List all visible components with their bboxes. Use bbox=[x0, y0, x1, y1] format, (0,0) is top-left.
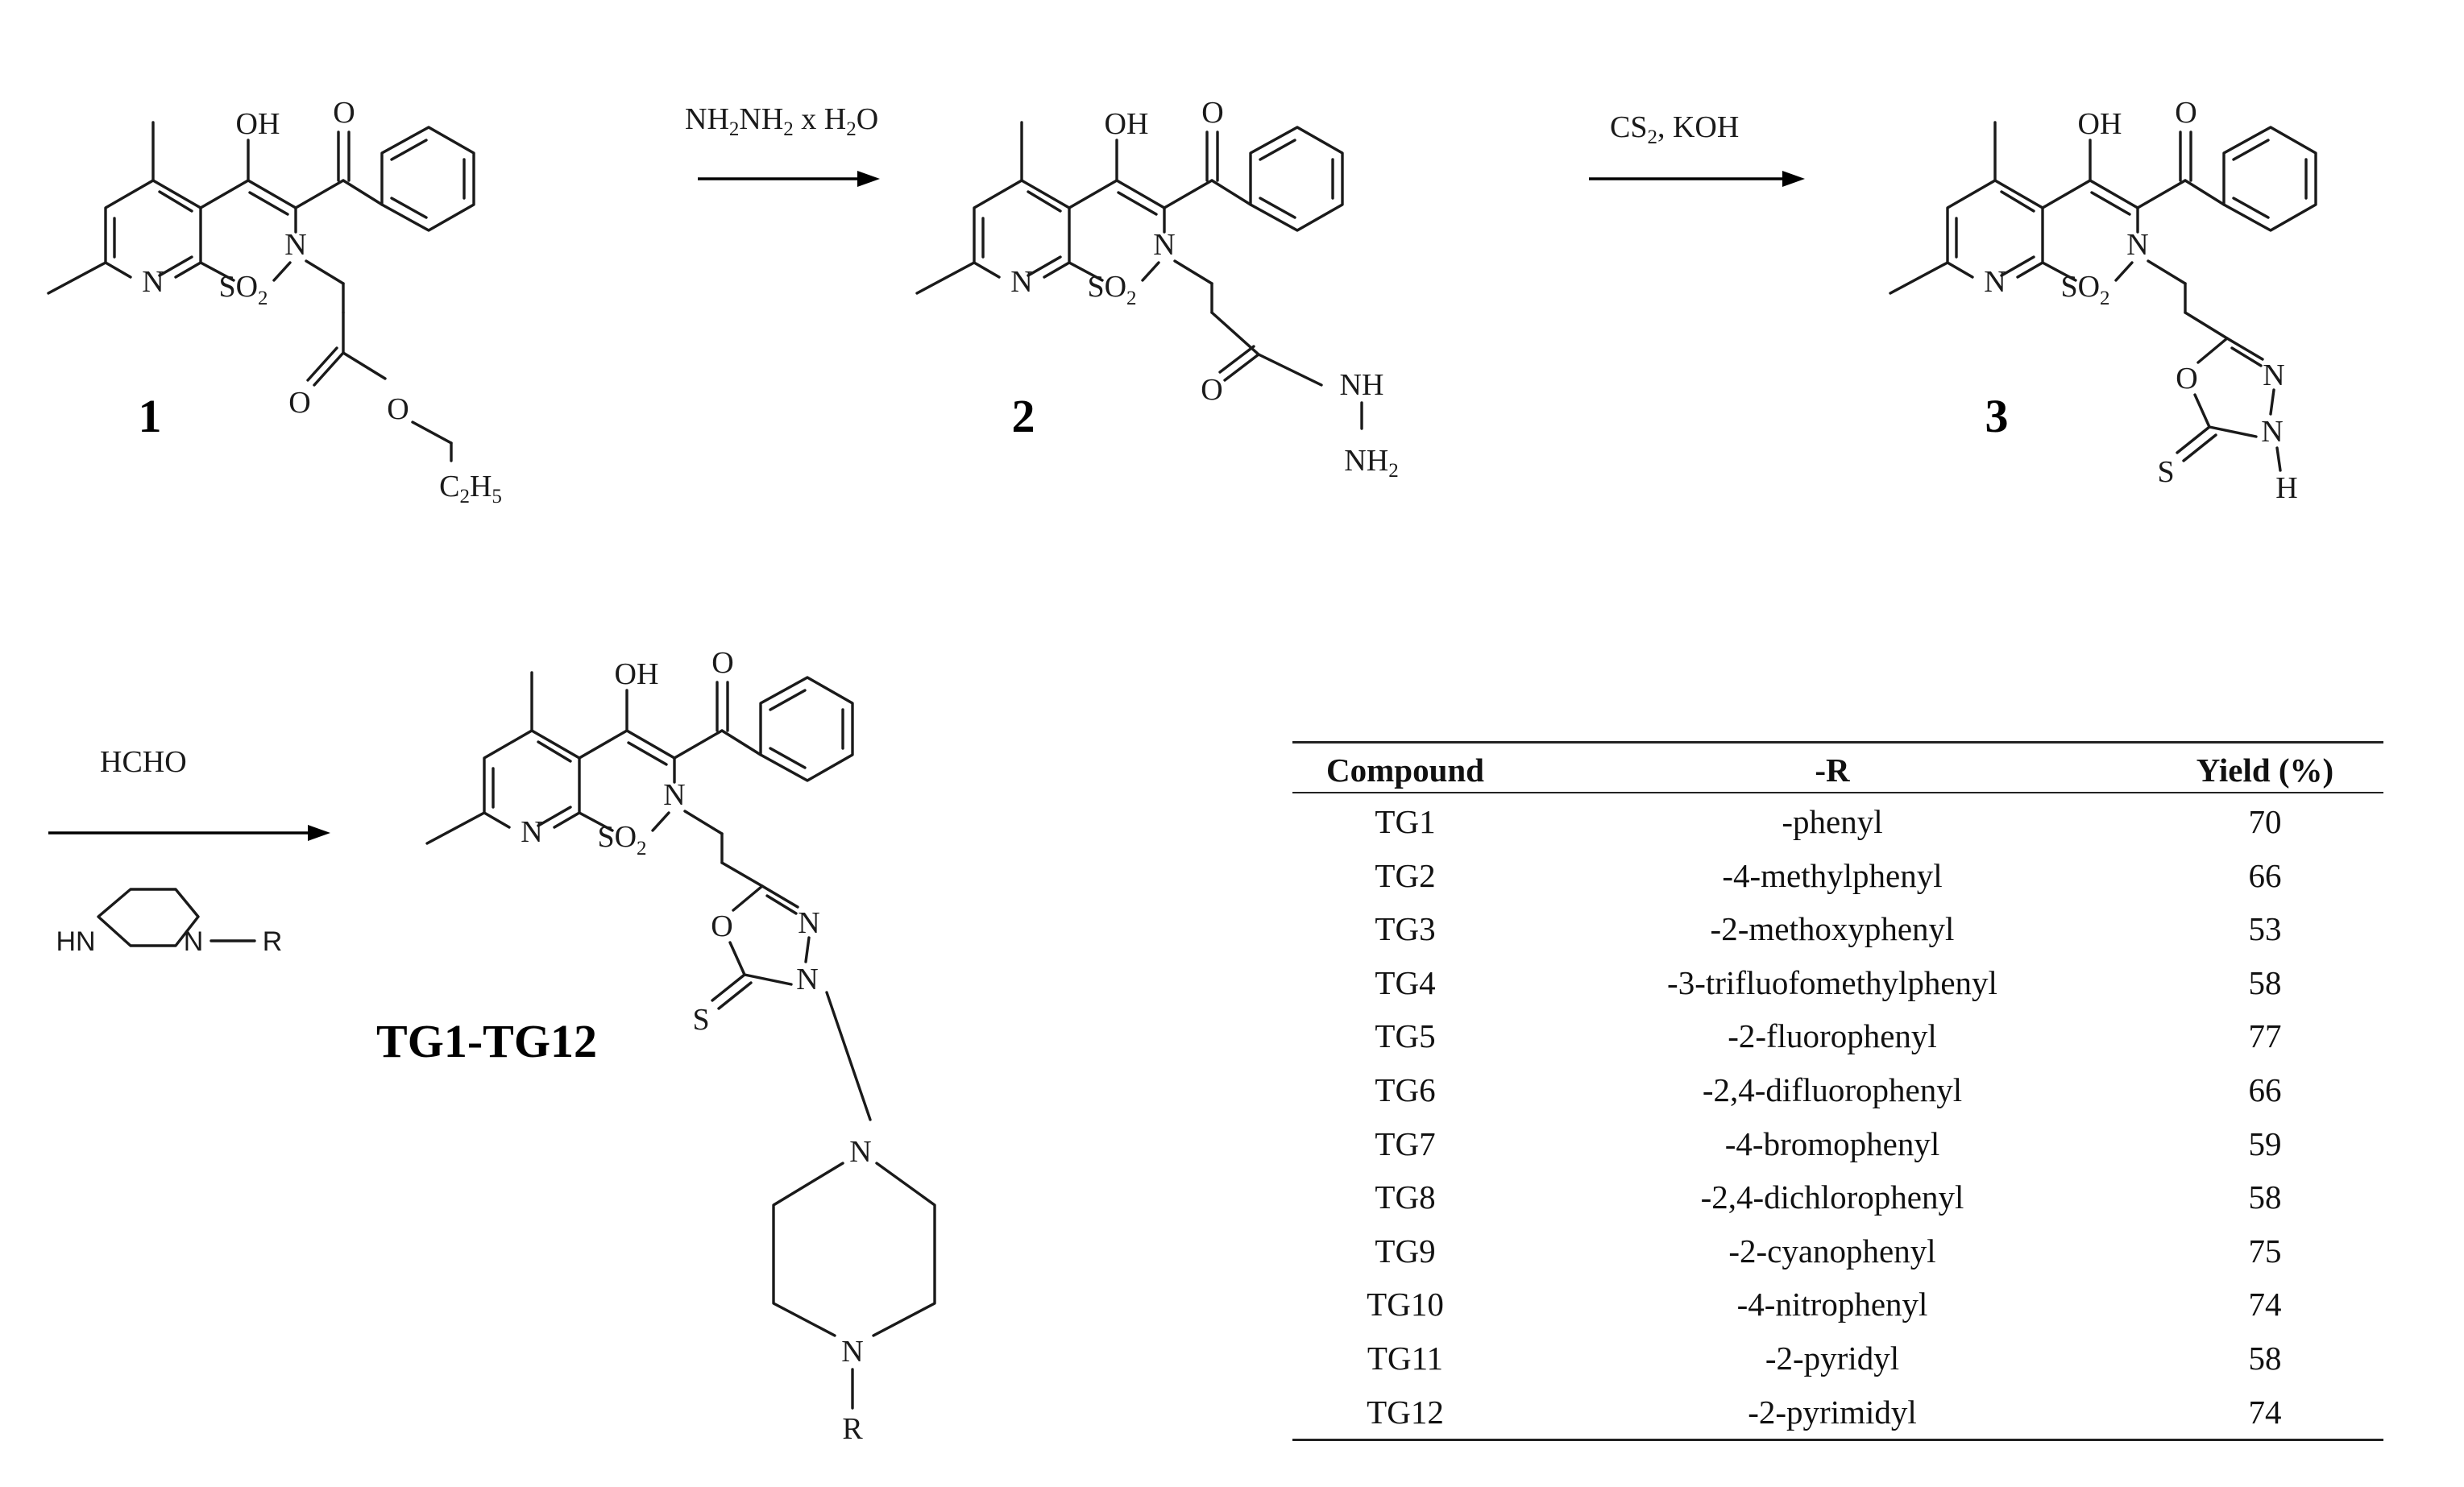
r-group-cell: -2-fluorophenyl bbox=[1728, 1017, 1937, 1055]
piperazine-reagent: HN N R bbox=[56, 888, 283, 957]
table-row: TG1 -phenyl 70 bbox=[1292, 793, 2383, 849]
yield-cell: 58 bbox=[2248, 1339, 2282, 1377]
r-group-cell: -2,4-dichlorophenyl bbox=[1700, 1178, 1964, 1216]
table-row: TG6 -2,4-difluorophenyl 66 bbox=[1292, 1063, 2383, 1117]
compound-1-structure: O O C2H5 bbox=[47, 94, 502, 507]
r-group-cell: -4-methylphenyl bbox=[1722, 856, 1943, 894]
table-row: TG9 -2-cyanophenyl 75 bbox=[1292, 1224, 2383, 1278]
yield-cell: 58 bbox=[2248, 963, 2282, 1001]
compound-cell: TG4 bbox=[1375, 963, 1436, 1001]
compound-cell: TG12 bbox=[1367, 1393, 1444, 1431]
piperazine-nh-label: HN bbox=[56, 926, 95, 957]
ester-carbonyl-oxygen-label: O bbox=[288, 386, 310, 420]
piperazine-r-label: R bbox=[263, 926, 283, 957]
tg-product-structure: N N R bbox=[425, 644, 936, 1446]
r-group-cell: -2-pyridyl bbox=[1765, 1339, 1900, 1377]
table-row: TG11 -2-pyridyl 58 bbox=[1292, 1332, 2383, 1386]
tg-series-label: TG1-TG12 bbox=[376, 1015, 597, 1067]
header-yield: Yield (%) bbox=[2147, 742, 2383, 793]
reaction-arrow-2 bbox=[1589, 171, 1805, 187]
table-row: TG3 -2-methoxyphenyl 53 bbox=[1292, 902, 2383, 956]
yield-cell: 77 bbox=[2248, 1017, 2282, 1055]
compound-cell: TG7 bbox=[1375, 1125, 1436, 1162]
r-group-cell: -2-pyrimidyl bbox=[1748, 1393, 1917, 1431]
compound-2-structure: O NH NH2 bbox=[915, 94, 1399, 482]
yield-cell: 74 bbox=[2248, 1393, 2282, 1431]
reaction-arrow-3 bbox=[48, 825, 330, 841]
hydrazide-oxygen-label: O bbox=[1201, 373, 1222, 407]
tg-piperazine-n4-label: N bbox=[841, 1335, 863, 1369]
r-group-cell: -2-cyanophenyl bbox=[1728, 1232, 1936, 1270]
table-row: TG7 -4-bromophenyl 59 bbox=[1292, 1117, 2383, 1171]
r-group-cell: -4-bromophenyl bbox=[1724, 1125, 1940, 1162]
table-row: TG4 -3-trifluofomethylphenyl 58 bbox=[1292, 956, 2383, 1010]
header-compound: Compound bbox=[1292, 742, 1518, 793]
r-group-cell: -phenyl bbox=[1782, 803, 1883, 840]
yield-cell: 75 bbox=[2248, 1232, 2282, 1270]
compound-1-label: 1 bbox=[139, 390, 162, 442]
yield-cell: 66 bbox=[2248, 856, 2282, 894]
hydrazide-nh2-label: NH2 bbox=[1344, 444, 1398, 482]
reagent-hydrazine: NH2NH2 x H2O bbox=[685, 102, 878, 140]
yield-cell: 53 bbox=[2248, 910, 2282, 948]
r-group-cell: -2,4-difluorophenyl bbox=[1702, 1071, 1963, 1108]
compound-cell: TG2 bbox=[1375, 856, 1436, 894]
tg-r-group-label: R bbox=[842, 1412, 863, 1446]
reagent-formaldehyde: HCHO bbox=[100, 745, 187, 779]
yield-cell: 58 bbox=[2248, 1178, 2282, 1216]
ethyl-label: C2H5 bbox=[439, 470, 502, 507]
compound-cell: TG10 bbox=[1367, 1286, 1444, 1323]
yield-table-header-row: Compound -R Yield (%) bbox=[1292, 742, 2383, 793]
yield-cell: 74 bbox=[2248, 1286, 2282, 1323]
table-row: TG2 -4-methylphenyl 66 bbox=[1292, 849, 2383, 903]
compound-cell: TG8 bbox=[1375, 1178, 1436, 1216]
header-r-group: -R bbox=[1518, 742, 2147, 793]
reagent-cs2-koh: CS2, KOH bbox=[1610, 110, 1739, 148]
ring-nh-hydrogen-label: H bbox=[2275, 471, 2297, 505]
r-group-cell: -4-nitrophenyl bbox=[1736, 1286, 1928, 1323]
compound-2-label: 2 bbox=[1012, 390, 1035, 442]
yield-cell: 59 bbox=[2248, 1125, 2282, 1162]
compound-3-label: 3 bbox=[1985, 390, 2009, 442]
yield-cell: 70 bbox=[2248, 803, 2282, 840]
ester-oxygen-label: O bbox=[387, 392, 409, 426]
table-row: TG10 -4-nitrophenyl 74 bbox=[1292, 1278, 2383, 1332]
compound-3-structure: H bbox=[1889, 94, 2317, 505]
yield-cell: 66 bbox=[2248, 1071, 2282, 1108]
compound-cell: TG3 bbox=[1375, 910, 1436, 948]
r-group-cell: -2-methoxyphenyl bbox=[1710, 910, 1955, 948]
reaction-arrow-1 bbox=[698, 171, 880, 187]
compound-cell: TG1 bbox=[1375, 803, 1436, 840]
compound-cell: TG5 bbox=[1375, 1017, 1436, 1055]
table-row: TG8 -2,4-dichlorophenyl 58 bbox=[1292, 1170, 2383, 1224]
compound-cell: TG11 bbox=[1367, 1339, 1444, 1377]
piperazine-n-label: N bbox=[184, 926, 204, 957]
tg-piperazine-n1-label: N bbox=[849, 1135, 871, 1169]
table-row: TG5 -2-fluorophenyl 77 bbox=[1292, 1009, 2383, 1063]
hydrazide-nh-label: NH bbox=[1340, 368, 1384, 402]
compound-cell: TG9 bbox=[1375, 1232, 1436, 1270]
r-group-cell: -3-trifluofomethylphenyl bbox=[1667, 963, 1997, 1001]
compound-cell: TG6 bbox=[1375, 1071, 1436, 1108]
table-row: TG12 -2-pyrimidyl 74 bbox=[1292, 1386, 2383, 1440]
